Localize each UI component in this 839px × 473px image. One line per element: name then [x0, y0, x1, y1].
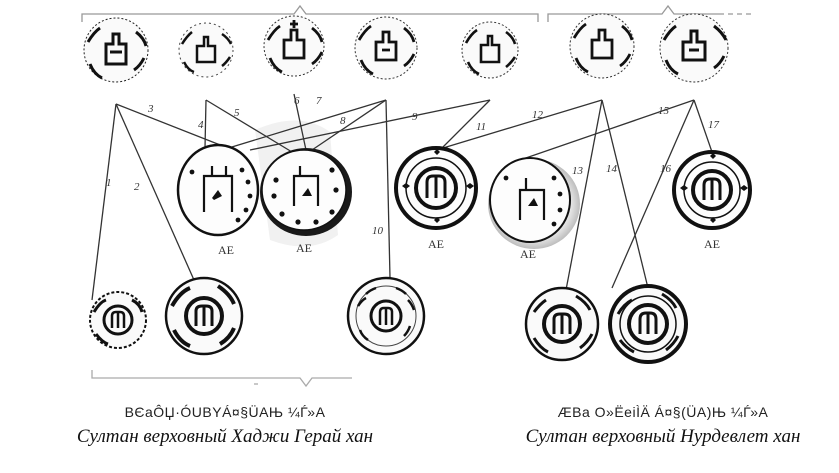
ae-label: AE: [428, 237, 444, 251]
connector-line: [91, 103, 117, 301]
ae-label: AE: [296, 241, 312, 255]
coin-bottom-4: [524, 286, 600, 362]
coin-top-1: [83, 17, 149, 83]
coin-top-4: [354, 16, 418, 80]
line-number-label: 1: [106, 177, 112, 189]
connector-line: [249, 99, 491, 151]
coin-top-7: [659, 13, 729, 83]
line-number-label: 15: [658, 105, 670, 117]
caption-right: ÆBa O»ËeiÌÄ Á¤§(ÜА)Њ ¼Ѓ»А Султан верховн…: [498, 404, 828, 448]
connector-line: [115, 103, 195, 281]
coin-top-5: [461, 21, 519, 79]
line-number-label: 14: [606, 163, 618, 175]
coin-mid-ae-5: AE: [672, 150, 752, 251]
line-number-label: 11: [476, 121, 486, 133]
connector-line: [437, 99, 491, 153]
line-number-label: 10: [372, 225, 384, 237]
caption-left-russian: Султан верховный Хаджи Герай хан: [76, 426, 374, 447]
ae-label: AE: [218, 243, 234, 257]
line-number-label: 9: [412, 111, 418, 123]
line-number-label: 3: [147, 103, 154, 115]
line-number-label: 6: [294, 95, 300, 107]
connector-line: [601, 99, 649, 289]
coin-mid-ae-2: AE: [260, 148, 352, 255]
connector-line: [205, 99, 293, 153]
line-number-label: 4: [198, 119, 204, 131]
coin-bottom-5: [608, 284, 688, 364]
connector-line: [204, 99, 207, 149]
connector-line: [693, 99, 713, 153]
caption-left: ВЄаÔЏ·ÓUBYÁ¤§ÜАЊ ¼Ѓ»А Султан верховный Х…: [70, 404, 380, 448]
coin-mid-ae-1: AE: [176, 143, 260, 257]
coin-top-2: [178, 22, 234, 78]
connector-line: [221, 99, 387, 151]
line-number-label: 17: [708, 119, 720, 131]
coin-mid-ae-3: AE: [394, 146, 478, 251]
line-number-label: 12: [532, 109, 544, 121]
ae-label: AE: [704, 237, 720, 251]
line-number-label: 2: [134, 181, 140, 193]
connector-line: [311, 99, 387, 151]
connector-line: [519, 99, 695, 161]
group-brace-left: [81, 4, 539, 22]
coin-top-6: [569, 13, 635, 79]
coin-bottom-3: [346, 276, 426, 356]
caption-left-original: ВЄаÔЏ·ÓUBYÁ¤§ÜАЊ ¼Ѓ»А: [124, 404, 326, 420]
group-brace-right: [547, 4, 751, 22]
coin-bottom-2: [164, 276, 244, 356]
connector-line: [385, 99, 391, 279]
line-number-label: 7: [316, 95, 322, 107]
caption-right-russian: Султан верховный Нурдевлет хан: [525, 426, 801, 447]
coin-mid-ae-4: AE: [488, 157, 580, 261]
line-number-label: 13: [572, 165, 584, 177]
connector-line: [565, 99, 603, 291]
coin-bottom-1: [89, 291, 147, 349]
line-number-label: 16: [660, 163, 672, 175]
ae-label: AE: [520, 247, 536, 261]
line-number-label: 8: [340, 115, 346, 127]
connector-line: [293, 93, 307, 151]
bottom-brace: [91, 370, 352, 388]
connector-line: [611, 99, 695, 289]
line-number-label: 5: [234, 107, 240, 119]
caption-right-original: ÆBa O»ËeiÌÄ Á¤§(ÜА)Њ ¼Ѓ»А: [557, 404, 769, 420]
coin-top-3: [263, 15, 325, 77]
